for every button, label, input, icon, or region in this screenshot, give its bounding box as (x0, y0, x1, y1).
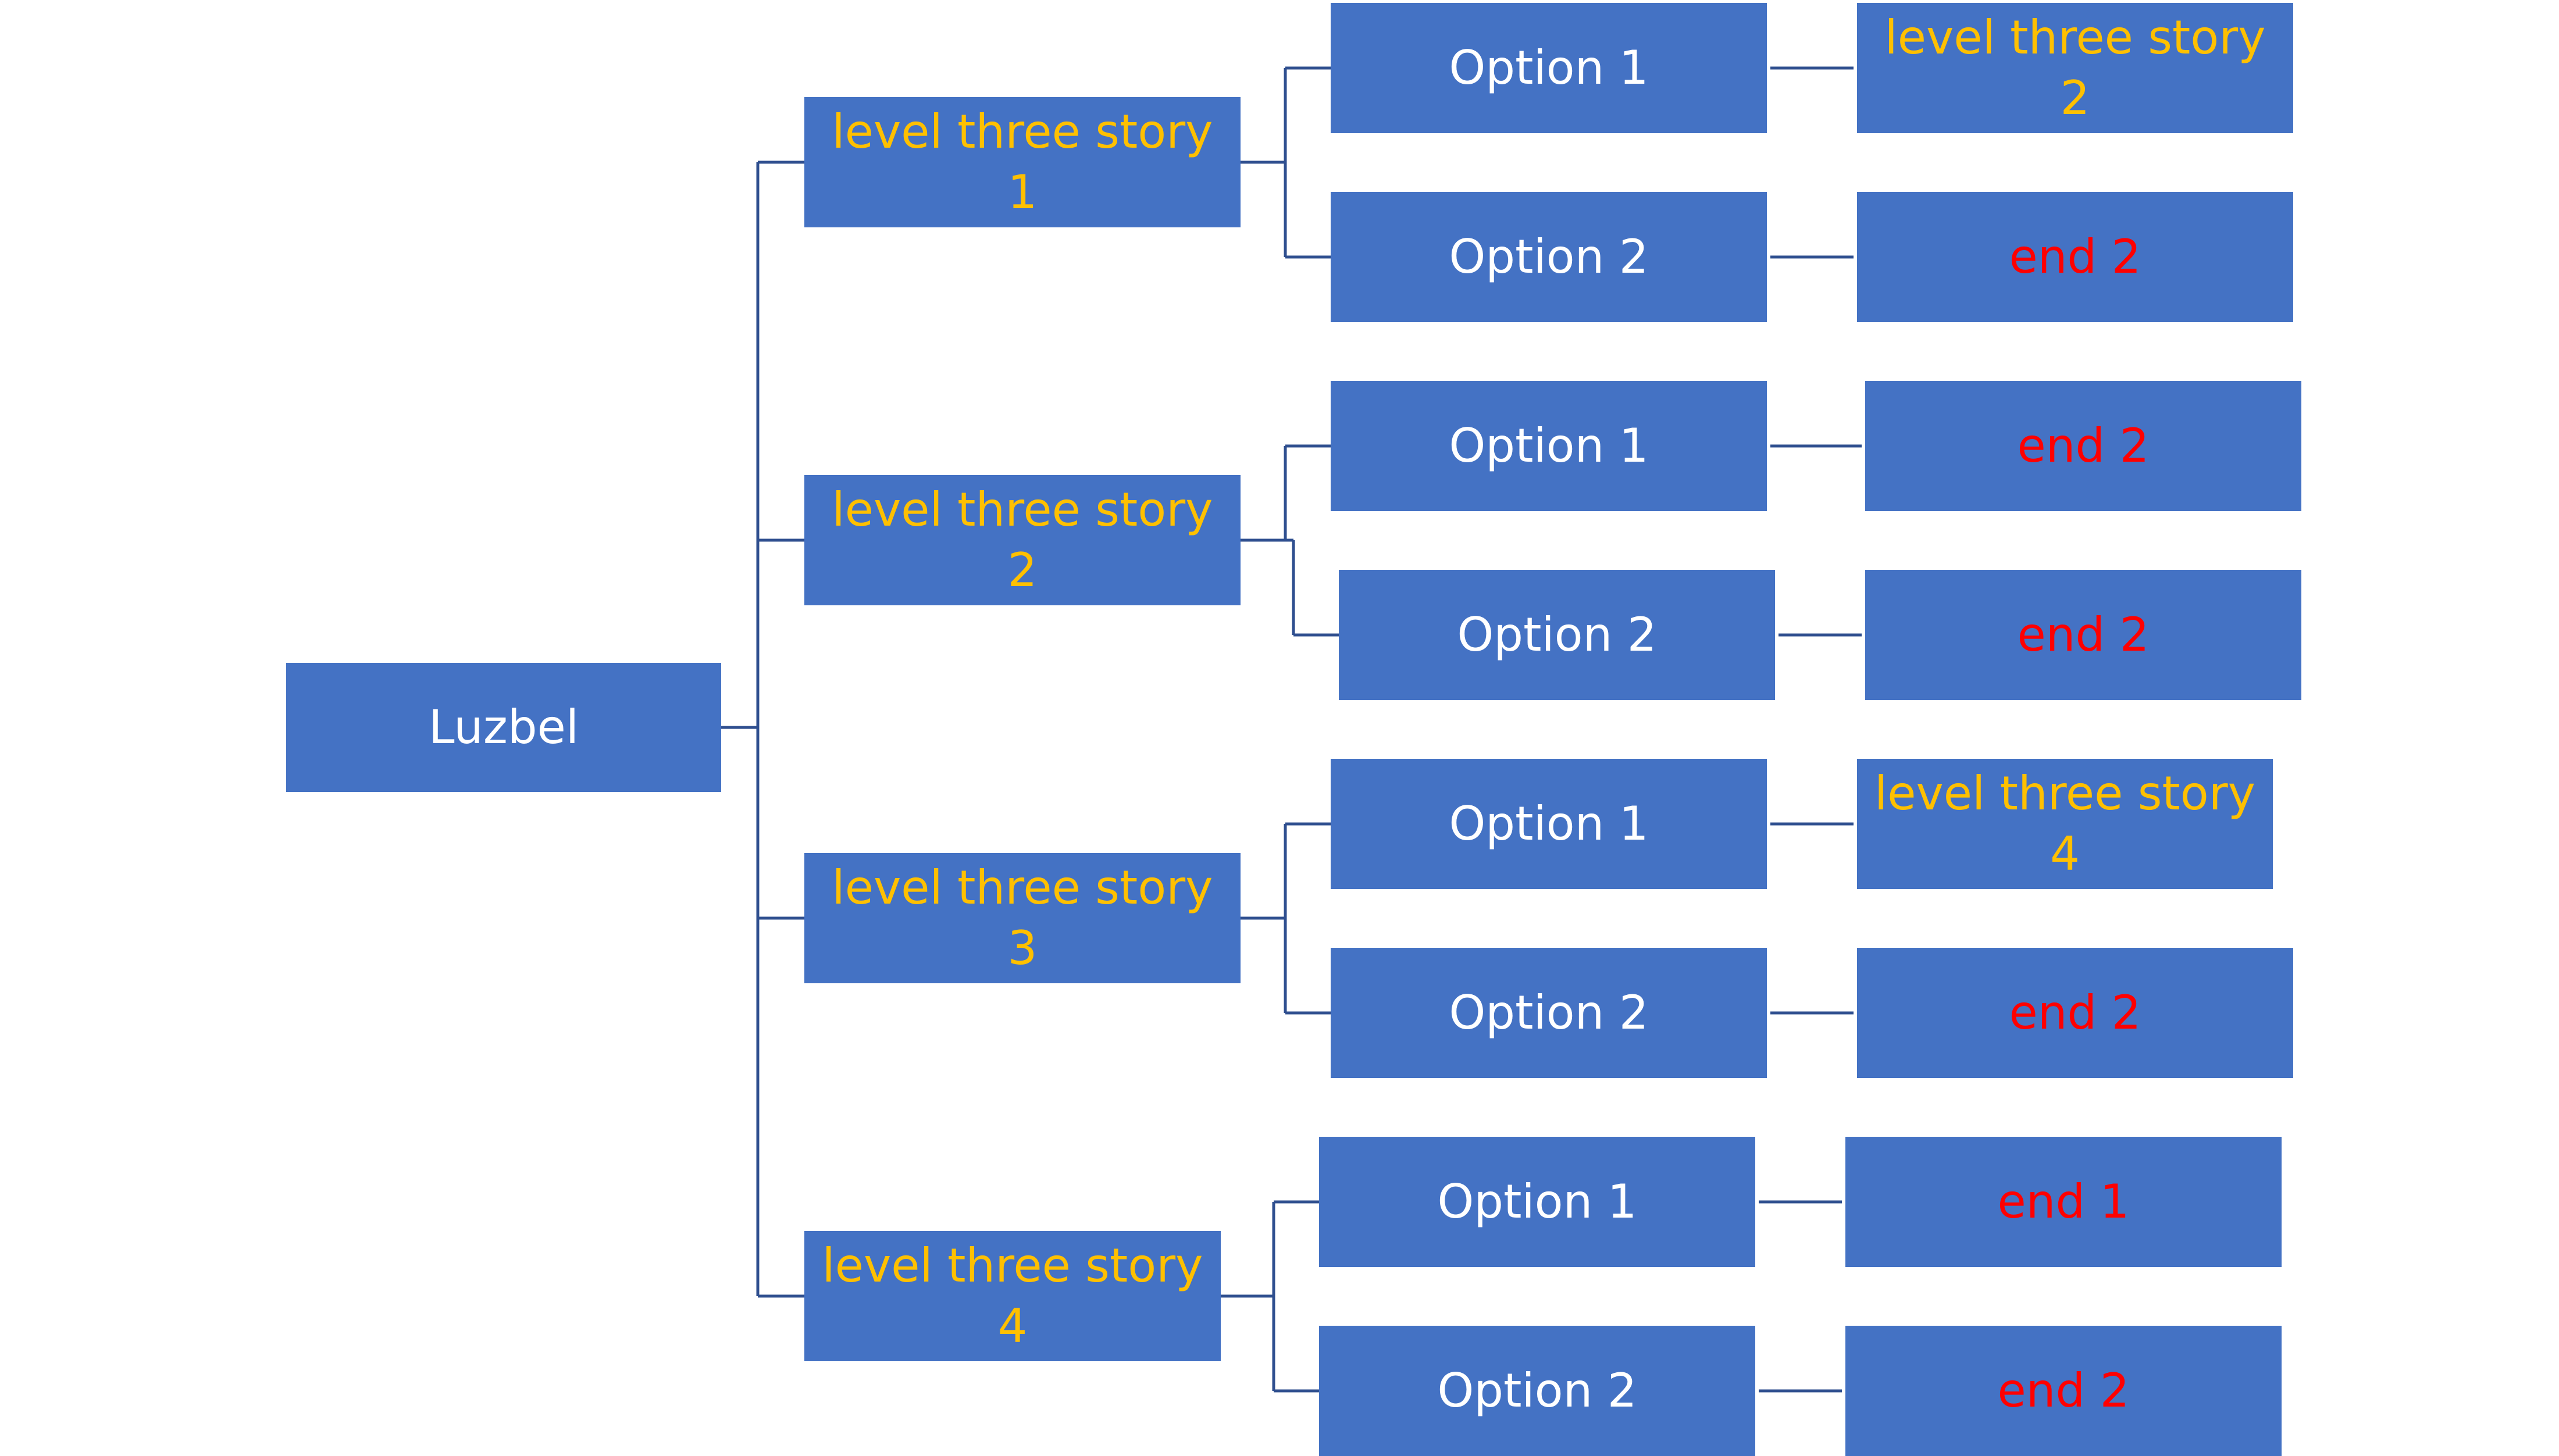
option-node-1-2: Option 2 (1331, 192, 1767, 322)
outcome-node-1-1: level three story 2 (1857, 3, 2293, 133)
outcome-label: end 1 (1997, 1175, 2130, 1229)
root-label: Luzbel (428, 700, 579, 754)
option-label: Option 1 (1437, 1175, 1637, 1229)
outcome-label: end 2 (2017, 608, 2150, 662)
story-label: level three story 1 (832, 105, 1213, 219)
outcome-node-2-2: end 2 (1865, 570, 2301, 700)
outcome-node-3-2: end 2 (1857, 948, 2293, 1078)
option-node-3-2: Option 2 (1331, 948, 1767, 1078)
root-node: Luzbel (286, 663, 721, 792)
outcome-label: end 2 (1997, 1364, 2130, 1418)
connector-story-4-options (1221, 1200, 1319, 1393)
outcome-label: end 2 (2009, 230, 2141, 284)
option-node-2-1: Option 1 (1331, 381, 1767, 511)
connector-story-1-options (1241, 66, 1331, 259)
connector-story-2-options (1241, 444, 1339, 637)
option-label: Option 2 (1437, 1364, 1637, 1418)
outcome-node-4-2: end 2 (1845, 1326, 2282, 1456)
option-label: Option 1 (1449, 797, 1649, 851)
outcome-label: level three story 4 (1874, 766, 2255, 881)
option-label: Option 2 (1457, 608, 1657, 662)
option-node-4-1: Option 1 (1319, 1137, 1755, 1267)
option-node-2-2: Option 2 (1339, 570, 1775, 700)
connector-story-3-options (1241, 822, 1331, 1015)
story-node-2: level three story 2 (804, 475, 1241, 605)
story-label: level three story 3 (832, 861, 1213, 975)
option-node-1-1: Option 1 (1331, 3, 1767, 133)
option-label: Option 1 (1449, 419, 1649, 473)
outcome-label: end 2 (2017, 419, 2150, 473)
outcome-node-3-1: level three story 4 (1857, 759, 2273, 889)
option-label: Option 2 (1449, 986, 1649, 1040)
story-label: level three story 2 (832, 483, 1213, 597)
outcome-node-1-2: end 2 (1857, 192, 2293, 322)
option-node-4-2: Option 2 (1319, 1326, 1755, 1456)
outcome-label: level three story 2 (1884, 10, 2266, 125)
story-node-1: level three story 1 (804, 97, 1241, 227)
story-label: level three story 4 (822, 1239, 1203, 1353)
option-label: Option 1 (1449, 41, 1649, 95)
story-node-4: level three story 4 (804, 1231, 1221, 1361)
outcome-label: end 2 (2009, 986, 2141, 1040)
story-node-3: level three story 3 (804, 853, 1241, 983)
option-label: Option 2 (1449, 230, 1649, 284)
option-node-3-1: Option 1 (1331, 759, 1767, 889)
outcome-node-2-1: end 2 (1865, 381, 2301, 511)
outcome-node-4-1: end 1 (1845, 1137, 2282, 1267)
